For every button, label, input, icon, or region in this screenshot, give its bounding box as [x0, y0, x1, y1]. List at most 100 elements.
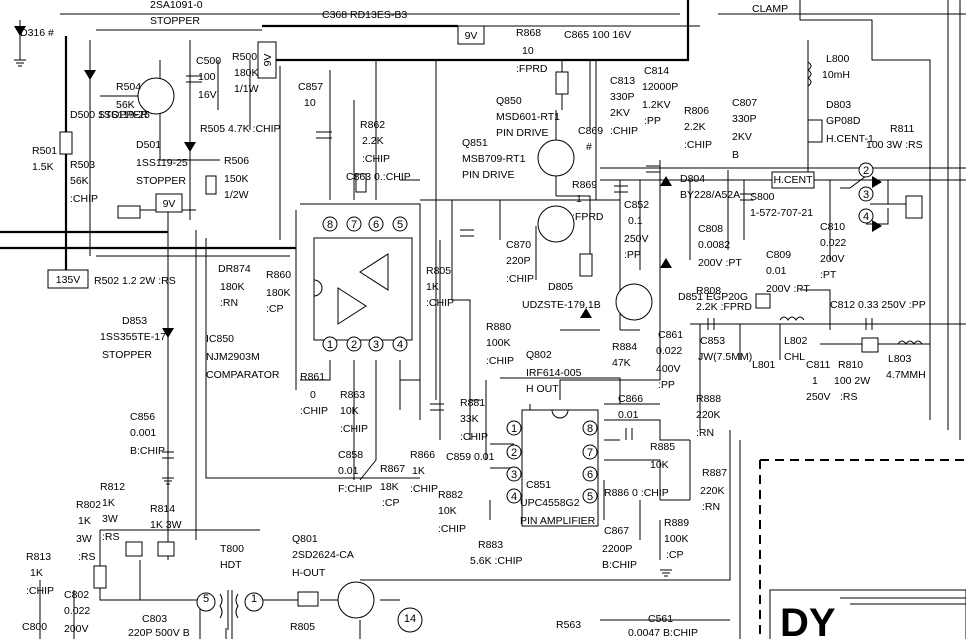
label-stopper_top: STOPPER — [150, 15, 200, 27]
label-c865: C865 100 16V — [564, 29, 631, 41]
label-r504a: R504 — [116, 81, 141, 93]
pin-text-t1: 1 — [251, 593, 257, 605]
label-r812a: R812 — [100, 481, 125, 493]
label-r503c: :CHIP — [70, 193, 98, 205]
label-r885a: R885 — [650, 441, 675, 453]
label-r506a: R506 — [224, 155, 249, 167]
d803-element — [807, 119, 823, 143]
label-r808b: 2.2K :FPRD — [696, 301, 752, 313]
label-c800: C800 — [22, 621, 47, 633]
tag-text-hcent: H.CENT — [773, 174, 813, 186]
label-q802b: IRF614-005 — [526, 367, 582, 379]
label-c810c: 200V — [820, 253, 845, 265]
label-ic850c: COMPARATOR — [206, 369, 280, 381]
label-d501a: D501 — [136, 139, 161, 151]
label-c861b: 0.022 — [656, 345, 682, 357]
label-r502: R502 1.2 2W :RS — [94, 275, 176, 287]
q504-transistor — [137, 77, 175, 115]
label-d851: D851 EGP20G — [678, 291, 748, 303]
label-c851b: UPC4558G2 — [520, 497, 580, 509]
label-r806c: :CHIP — [684, 139, 712, 151]
label-r813c: :CHIP — [26, 585, 54, 597]
pin-p8: 8 — [322, 216, 338, 232]
label-d805b: UDZSTE-179.1B — [522, 299, 601, 311]
label-c859: C859 0.01 — [446, 451, 495, 463]
label-r885b: 10K — [650, 459, 669, 471]
pin-text-p1: 1 — [327, 339, 333, 351]
label-r868a: R868 — [516, 27, 541, 39]
label-c807d: B — [732, 149, 739, 161]
r868-resistor — [555, 71, 569, 95]
label-c809a: C809 — [766, 249, 791, 261]
label-r887c: :RN — [702, 501, 720, 513]
pin-u2: 2 — [506, 444, 522, 460]
label-d316: D316 # — [20, 27, 54, 39]
label-c861c: 400V — [656, 363, 681, 375]
pin-p2: 2 — [346, 336, 362, 352]
label-d803b: GP08D — [826, 115, 861, 127]
s800-diode-4 — [872, 220, 882, 232]
label-r813b: 1K — [30, 567, 43, 579]
label-r813a: R813 — [26, 551, 51, 563]
label-r862a: R862 — [360, 119, 385, 131]
label-r563: R563 — [556, 619, 581, 631]
label-r881c: :CHIP — [460, 431, 488, 443]
label-c814c: 1.2KV — [642, 99, 671, 111]
label-r505: R505 4.7K :CHIP — [200, 123, 281, 135]
r869-resistor — [579, 253, 593, 277]
label-r814a: R814 — [150, 503, 175, 515]
d316-diode — [14, 26, 26, 36]
label-s800b: 1-572-707-21 — [750, 207, 813, 219]
dy-label: DY — [780, 601, 836, 639]
label-c803: C803 — [142, 613, 167, 625]
label-c813a: C813 — [610, 75, 635, 87]
label-q801a: Q801 — [292, 533, 318, 545]
label-c858a: C858 — [338, 449, 363, 461]
label-r500c: 1/1W — [234, 83, 259, 95]
q851-transistor — [537, 205, 575, 243]
r808-resistor — [755, 293, 771, 309]
label-r861b: 0 — [310, 389, 316, 401]
label-d804b: BY228/A52A — [680, 189, 740, 201]
pin-u5: 5 — [582, 488, 598, 504]
misc-res-2 — [355, 173, 367, 193]
pin-text-u2: 2 — [511, 447, 517, 459]
label-l803b: 4.7MMH — [886, 369, 926, 381]
label-q802a: Q802 — [526, 349, 552, 361]
label-q850c: PIN DRIVE — [496, 127, 549, 139]
label-r882b: 10K — [438, 505, 457, 517]
label-c807b: 330P — [732, 113, 757, 125]
label-c813d: :CHIP — [610, 125, 638, 137]
label-r887b: 220K — [700, 485, 725, 497]
label-r881a: R881 — [460, 397, 485, 409]
opamp-upper — [359, 253, 389, 291]
label-r860b: 180K — [266, 287, 291, 299]
pin-p3: 3 — [368, 336, 384, 352]
label-l800a: L800 — [826, 53, 850, 65]
label-c500a: C500 — [196, 55, 221, 67]
label-dr874c: :RN — [220, 297, 238, 309]
ic850-package — [313, 237, 413, 341]
pin-text-n14: 14 — [404, 613, 416, 625]
t800-pin-5 — [196, 592, 216, 612]
label-r868c: :FPRD — [516, 63, 548, 75]
label-l800b: 10mH — [822, 69, 850, 81]
pin-s2: 2 — [858, 162, 874, 178]
label-r889b: 100K — [664, 533, 689, 545]
label-r500b: 180K — [234, 67, 259, 79]
pin-p1: 1 — [322, 336, 338, 352]
pin-p5: 5 — [392, 216, 408, 232]
pin-text-p7: 7 — [351, 219, 357, 231]
label-c870c: :CHIP — [506, 273, 534, 285]
d804-diode — [660, 176, 672, 186]
label-r889c: :CP — [666, 549, 684, 561]
label-ic850b: NJM2903M — [206, 351, 260, 363]
label-c807a: C807 — [732, 97, 757, 109]
label-r504b: 56K — [116, 99, 135, 111]
label-dr874b: 180K — [220, 281, 245, 293]
label-c814a: C814 — [644, 65, 669, 77]
label-c867c: B:CHIP — [602, 559, 637, 571]
label-c858b: 0.01 — [338, 465, 359, 477]
